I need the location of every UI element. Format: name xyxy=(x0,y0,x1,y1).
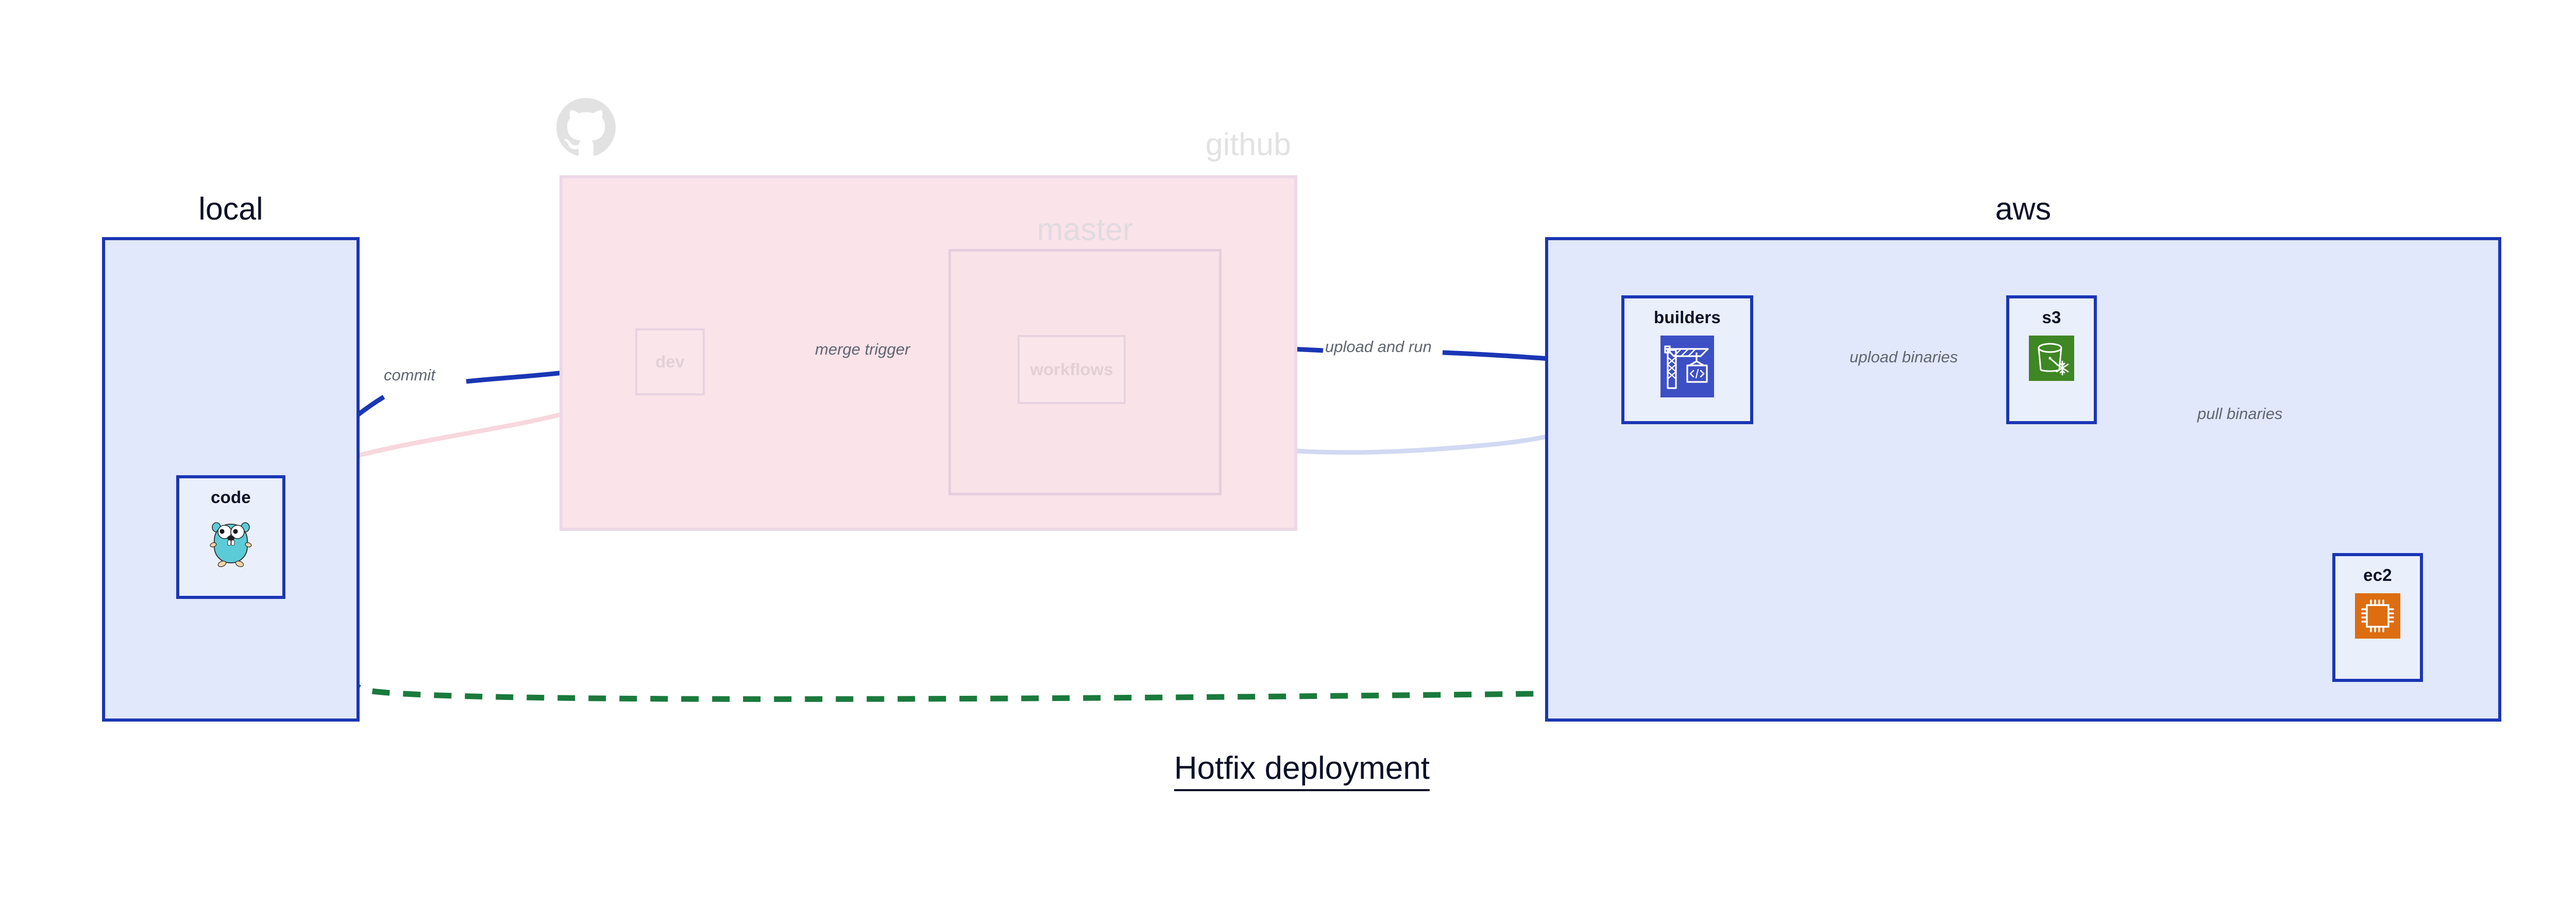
aws-codebuild-icon xyxy=(1660,336,1714,397)
page-title: Hotfix deployment xyxy=(0,750,2576,791)
cluster-aws-label: aws xyxy=(1995,191,2052,226)
node-builders-label: builders xyxy=(1654,308,1721,327)
node-s3[interactable]: s3 xyxy=(2006,295,2097,424)
node-dev-label: dev xyxy=(655,352,685,371)
cluster-master-label: master xyxy=(1037,212,1133,247)
edge-label-upload-and-run: upload and run xyxy=(1325,338,1432,356)
cluster-local-label: local xyxy=(198,191,263,226)
aws-s3-glacier-icon xyxy=(2029,336,2074,381)
node-workflows-label: workflows xyxy=(1030,360,1113,379)
cluster-github-label: github xyxy=(1205,127,1291,162)
node-dev[interactable]: dev xyxy=(635,328,705,395)
node-builders[interactable]: builders xyxy=(1621,295,1753,424)
edge-label-commit: commit xyxy=(384,366,435,384)
node-code[interactable]: code xyxy=(176,475,285,599)
node-code-label: code xyxy=(211,488,251,507)
go-gopher-icon xyxy=(210,522,252,567)
cluster-master xyxy=(948,249,1222,495)
node-workflows[interactable]: workflows xyxy=(1018,335,1126,404)
node-ec2-label: ec2 xyxy=(2363,565,2392,584)
node-ec2[interactable]: ec2 xyxy=(2332,553,2423,682)
edge-label-upload-binaries: upload binaries xyxy=(1850,348,1958,366)
node-s3-label: s3 xyxy=(2042,308,2061,327)
edge-label-pull-binaries: pull binaries xyxy=(2197,405,2283,423)
aws-ec2-chip-icon xyxy=(2355,593,2400,639)
page-title-text: Hotfix deployment xyxy=(1174,750,1430,791)
github-octocat-icon xyxy=(556,98,616,156)
edge-label-merge-trigger: merge trigger xyxy=(815,340,910,358)
cluster-github xyxy=(560,175,1297,531)
